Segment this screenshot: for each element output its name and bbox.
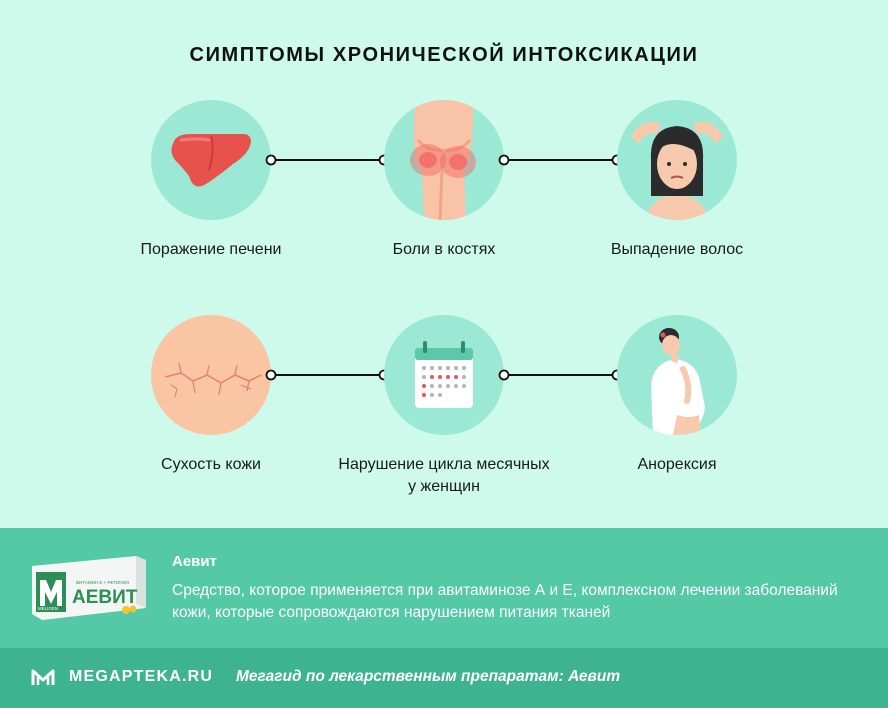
- brand-name: MEGAPTEKA.RU: [69, 668, 214, 685]
- hair-loss-woman-icon: [617, 100, 737, 220]
- symptom-label: Боли в костях: [392, 241, 496, 258]
- connector-line: [265, 154, 390, 166]
- liver-icon: [151, 100, 271, 220]
- connector-line: [265, 369, 390, 381]
- dry-skin-icon: [151, 315, 271, 435]
- product-name: Аевит: [172, 553, 217, 570]
- product-description: Средство, которое применяется при авитам…: [172, 582, 838, 621]
- knee-joint-icon: [384, 100, 504, 220]
- footer-tagline: Мегагид по лекарственным препаратам: Аев…: [236, 668, 621, 685]
- symptom-label: Выпадение волос: [610, 241, 744, 258]
- megapteka-logo-icon: [31, 669, 55, 685]
- page-title: СИМПТОМЫ ХРОНИЧЕСКОЙ ИНТОКСИКАЦИИ: [189, 44, 699, 66]
- symptoms-section: [0, 0, 888, 528]
- symptom-label: Сухость кожи: [161, 456, 261, 473]
- connector-line: [498, 154, 623, 166]
- product-box-title: АЕВИТ: [72, 587, 138, 608]
- product-box-line: ВИТАМИН Е + РЕТИНОЛ: [76, 580, 129, 585]
- symptom-label: Поражение печени: [140, 241, 282, 258]
- anorexia-woman-icon: [617, 315, 737, 435]
- product-box-image: MELIGEN АЕВИТ ВИТАМИН Е + РЕТИНОЛ: [32, 556, 146, 620]
- symptom-label: Анорексия: [637, 456, 717, 473]
- calendar-icon: [384, 315, 504, 435]
- product-box-brand: MELIGEN: [38, 606, 58, 611]
- product-section: [0, 528, 888, 648]
- footer: [0, 648, 888, 708]
- symptom-label: Нарушение цикла месячных у женщин: [338, 456, 550, 495]
- connector-line: [498, 369, 623, 381]
